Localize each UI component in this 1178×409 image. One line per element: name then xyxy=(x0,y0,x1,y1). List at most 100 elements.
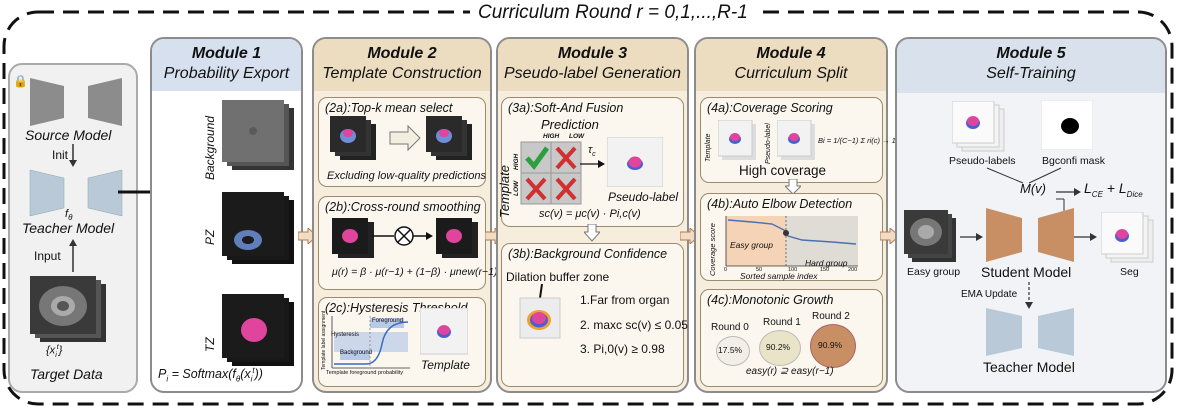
background-label: Background xyxy=(340,350,373,356)
cov-pseudo-image xyxy=(777,120,815,160)
sub-4c-title: (4c):Monotonic Growth xyxy=(707,293,834,307)
teacher-model-5-label: Teacher Model xyxy=(983,359,1075,375)
tau-arrow xyxy=(580,160,605,168)
module-2-subtitle: Template Construction xyxy=(322,65,482,82)
template-image xyxy=(420,308,468,355)
growth-formula: easy(r) ⊇ easy(r−1) xyxy=(746,366,834,377)
module-3-title: Module 3 xyxy=(557,45,628,62)
pseudo-labels-caption: Pseudo-labels xyxy=(949,155,1016,167)
sub-3b-title: (3b):Background Confidence xyxy=(508,247,668,261)
fusion-formula: sc(v) = μc(v) · Pi,c(v) xyxy=(539,208,641,220)
smoothing-graphic xyxy=(332,218,478,258)
easy-group-stack xyxy=(904,210,956,262)
tick-150: 150 xyxy=(820,267,830,273)
round-1-value: 90.2% xyxy=(766,342,791,352)
module-1-subtitle: Probability Export xyxy=(163,65,290,82)
sub-4b-title: (4b):Auto Elbow Detection xyxy=(707,197,853,211)
init-arrow xyxy=(69,144,77,167)
init-label: Init xyxy=(52,148,69,162)
smoothing-formula: μ(r) = β · μ(r−1) + (1−β) · μnew(r−1) xyxy=(332,266,498,278)
hysteresis-yaxis: Template label assignment xyxy=(321,310,327,370)
hysteresis-label: Hysteresis xyxy=(331,332,360,338)
curriculum-title: Curriculum Round r = 0,1,...,R-1 xyxy=(470,2,756,24)
module-3-subtitle: Pseudo-label Generation xyxy=(503,65,681,82)
teacher-model-icon xyxy=(29,169,123,217)
module-5-subtitle: Self-Training xyxy=(986,65,1076,82)
input-label: Input xyxy=(34,249,61,263)
dilation-label: Dilation buffer zone xyxy=(506,270,610,284)
module-1-title: Module 1 xyxy=(191,45,262,62)
student-model-icon xyxy=(986,208,1074,262)
target-data-label: Target Data xyxy=(30,366,103,382)
tick-50: 50 xyxy=(756,267,763,273)
tmpl-high: HIGH xyxy=(513,153,520,170)
loss-formula: LCE + LDice xyxy=(1084,180,1143,199)
high-coverage-label: High coverage xyxy=(739,163,827,178)
hysteresis-plot xyxy=(331,316,410,369)
rule-1: 1.Far from organ xyxy=(580,293,670,307)
arrow-m4-m5 xyxy=(880,228,900,244)
teacher-model-label: Teacher Model xyxy=(22,220,115,236)
student-to-seg-arrow xyxy=(1074,233,1097,241)
round-0-label: Round 0 xyxy=(711,322,749,333)
elbow-chart xyxy=(725,216,858,267)
coverage-formula: Bi = 1/(C−1) Σ ri(c) → 1 xyxy=(818,136,896,145)
module-2-title: Module 2 xyxy=(367,45,437,62)
mask-merge-arrows xyxy=(986,167,1062,184)
sub-4a-title: (4a):Coverage Scoring xyxy=(707,101,833,115)
softmax-formula: Pi = Softmax(fθ(xit)) xyxy=(158,366,263,384)
f-theta-label: fθ xyxy=(65,208,73,223)
bgconfi-caption: Bgconfi mask xyxy=(1042,155,1106,167)
round-0-circle xyxy=(716,336,750,366)
pseudo-label-caption: Pseudo-label xyxy=(608,190,679,204)
tick-0: 0 xyxy=(724,267,728,273)
cov-pseudo-label: Pseudo-label xyxy=(765,123,772,164)
pseudo-label-image xyxy=(607,137,663,187)
arrow-4a-4b xyxy=(785,179,801,195)
ema-arrow xyxy=(1025,282,1033,309)
pseudo-labels-stack xyxy=(952,101,1005,152)
target-set-label: {xit} xyxy=(46,344,63,359)
tick-200: 200 xyxy=(848,267,858,273)
coverage-score-axis: Coverage score xyxy=(708,223,717,276)
template-label: Template xyxy=(421,358,470,372)
pred-low: LOW xyxy=(569,133,585,140)
round-2-circle xyxy=(810,324,856,368)
cov-template-label: Template xyxy=(705,133,712,162)
student-model-label: Student Model xyxy=(981,264,1072,280)
round-2-label: Round 2 xyxy=(812,311,850,322)
elbow-ticks: 0 50 100 150 200 xyxy=(724,267,860,275)
sub-2b-title: (2b):Cross-round smoothing xyxy=(325,200,481,214)
hard-group-label: Hard group xyxy=(805,258,848,268)
mask-formula: M(v) xyxy=(1020,181,1046,196)
cov-template-image xyxy=(718,120,756,160)
easy-group-label: Easy group xyxy=(730,240,773,250)
dilation-graphic xyxy=(519,284,561,339)
target-data-stack xyxy=(30,276,106,342)
probability-maps xyxy=(222,100,294,366)
module-5-title: Module 5 xyxy=(996,45,1066,62)
rule-3: 3. Pi,0(v) ≥ 0.98 xyxy=(580,342,665,356)
prediction-label: Prediction xyxy=(541,117,599,132)
teacher-model-5-icon xyxy=(986,308,1074,356)
round-1-label: Round 1 xyxy=(763,317,801,328)
pred-high: HIGH xyxy=(543,133,560,140)
label-tz: TZ xyxy=(203,337,217,352)
easy-to-student-arrow xyxy=(960,233,983,241)
hysteresis-xaxis: Template foreground probability xyxy=(326,370,404,376)
tau-label: τc xyxy=(588,144,596,159)
tick-100: 100 xyxy=(788,267,798,273)
label-background: Background xyxy=(203,115,217,180)
loss-arrow xyxy=(1056,188,1081,196)
sorted-index-label: Sorted sample index xyxy=(740,271,818,281)
bgconfi-mask-image xyxy=(1041,100,1093,150)
tmpl-low: LOW xyxy=(513,180,520,196)
round-0-value: 17.5% xyxy=(718,345,743,355)
rule-2: 2. maxc sc(v) ≤ 0.05 xyxy=(580,318,688,332)
seg-stack xyxy=(1101,212,1154,263)
template-axis-label: Template xyxy=(497,165,512,218)
round-2-value: 90.9% xyxy=(818,340,843,350)
label-pz: PZ xyxy=(203,229,217,245)
sub-2a-title: (2a):Top-k mean select xyxy=(325,101,453,115)
easy-group-caption: Easy group xyxy=(907,266,961,278)
